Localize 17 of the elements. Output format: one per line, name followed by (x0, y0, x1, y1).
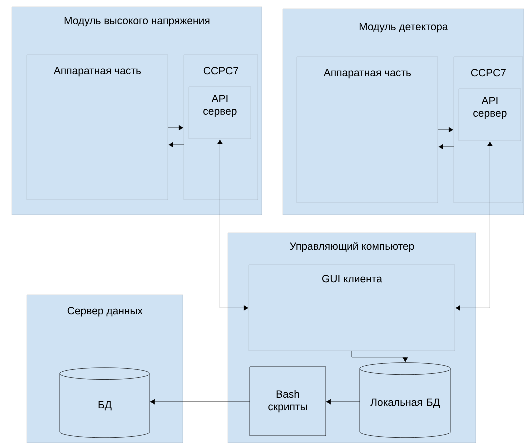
arrow (456, 142, 493, 311)
component-box: API сервер (189, 87, 252, 140)
arrow (217, 140, 249, 311)
database-cylinder: Локальная БД (360, 362, 452, 438)
arrow (402, 358, 408, 362)
component-box: Аппаратная часть (297, 57, 438, 204)
arrow (168, 142, 184, 148)
component-box: Аппаратная часть (27, 55, 168, 200)
component-box: API сервер (459, 89, 522, 142)
arrow (438, 144, 454, 150)
arrow (326, 399, 360, 405)
component-box: GUI клиента (249, 265, 456, 352)
arrow (438, 127, 454, 133)
script-box: Bash скрипты (250, 366, 326, 436)
database-cylinder: БД (60, 368, 150, 438)
arrow (168, 125, 184, 131)
arrow (150, 399, 250, 405)
